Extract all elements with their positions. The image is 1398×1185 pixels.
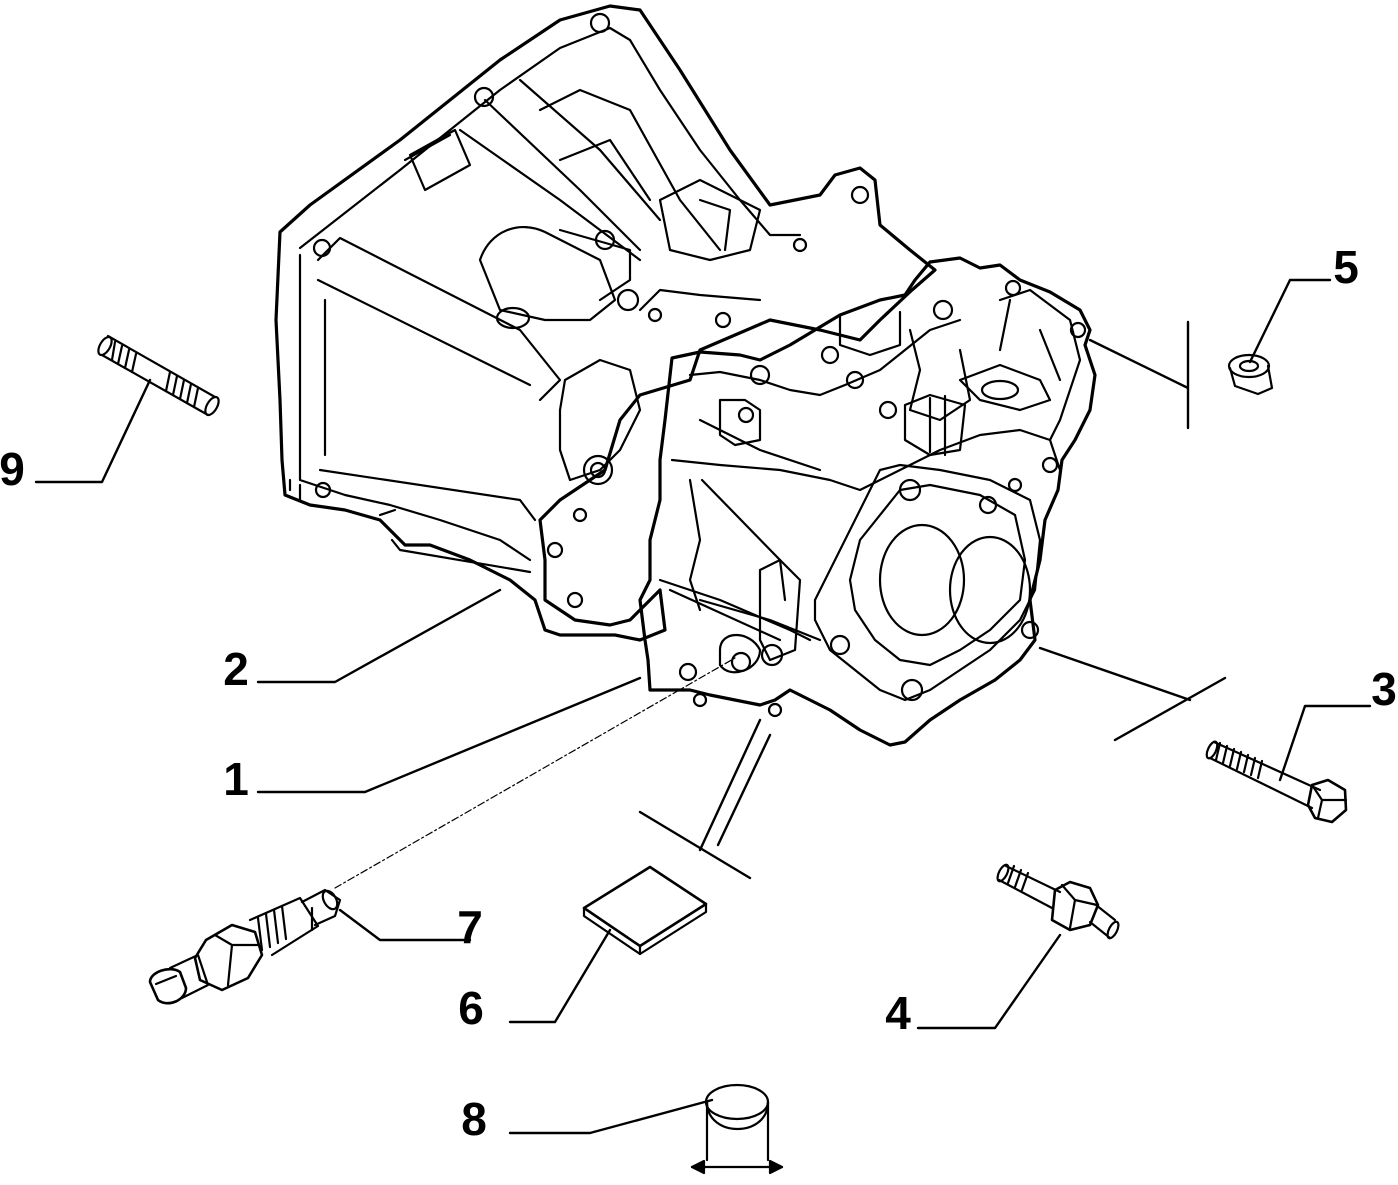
leader-lines	[34, 278, 1372, 1135]
leader-line-2	[256, 588, 502, 684]
callout-5: 5	[1333, 241, 1359, 293]
leader-line-1	[256, 676, 642, 794]
callout-1: 1	[223, 753, 249, 805]
callout-8: 8	[461, 1093, 487, 1145]
callout-9: 9	[0, 443, 25, 495]
plug-cap-icon	[690, 1083, 784, 1175]
leader-line-5	[1248, 278, 1332, 364]
leader-line-4	[916, 933, 1062, 1030]
bushing-icon	[1227, 353, 1274, 396]
callout-3: 3	[1371, 663, 1397, 715]
callout-2: 2	[223, 643, 249, 695]
bracket-46	[638, 733, 772, 880]
bracket-5	[1088, 320, 1190, 430]
dashed-axis-7	[334, 657, 736, 889]
callout-7: 7	[457, 901, 483, 953]
bracket-3	[1038, 646, 1227, 742]
double-ended-stud-icon	[996, 863, 1120, 940]
sensor-switch-icon	[148, 888, 342, 1005]
bracket-4b	[698, 718, 762, 852]
gasket-plate-icon	[582, 865, 708, 956]
leader-line-9	[34, 378, 152, 484]
leader-line-7	[338, 908, 472, 942]
leader-line-8	[508, 1098, 714, 1135]
leader-line-6	[508, 928, 612, 1024]
gearbox-rear-housing-icon	[638, 256, 1097, 747]
threaded-stud-icon	[97, 334, 220, 417]
hex-bolt-icon	[1205, 740, 1348, 824]
callout-6: 6	[458, 982, 484, 1034]
clutch-bell-housing-icon	[274, 4, 937, 642]
callout-4: 4	[885, 987, 911, 1039]
leader-line-3	[1278, 704, 1372, 782]
